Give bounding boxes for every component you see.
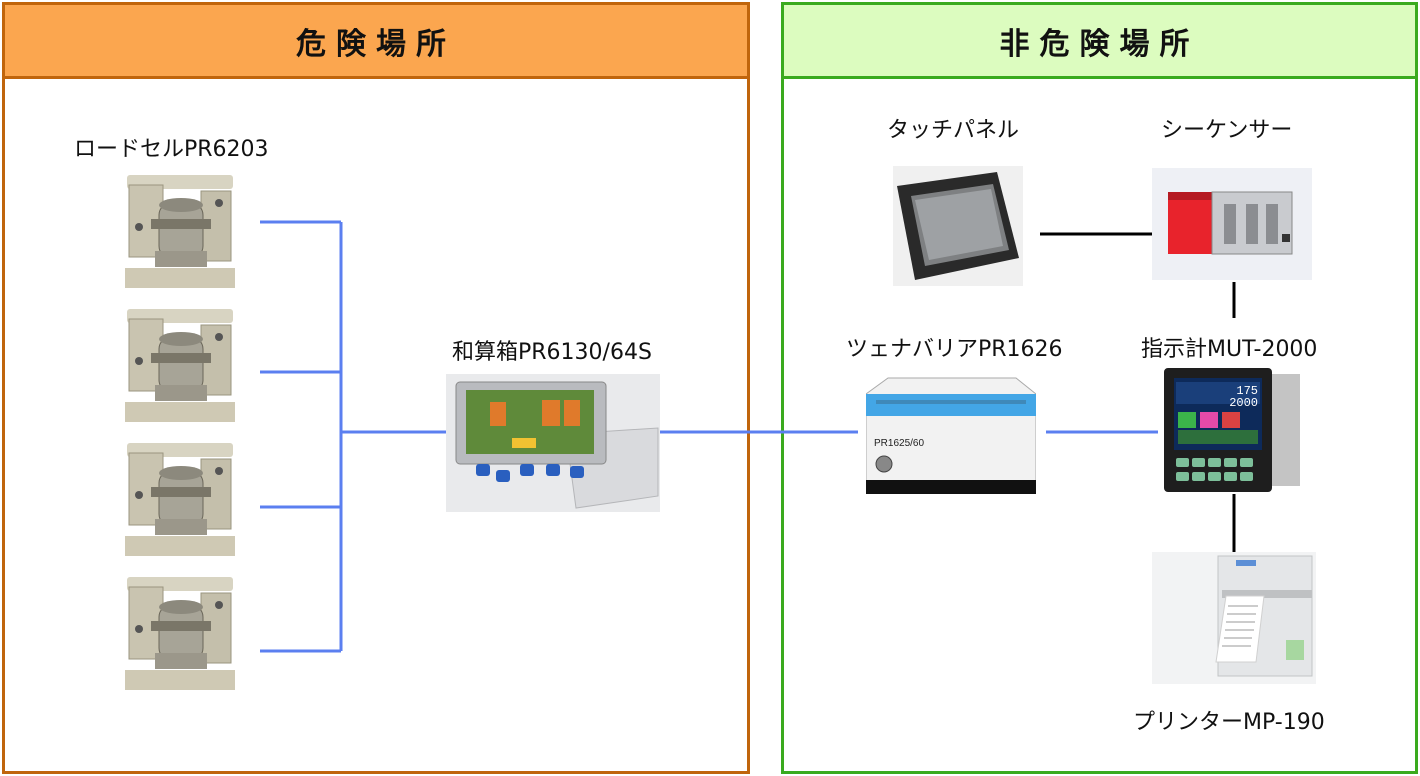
- indicator-screen-line1: 175: [1236, 384, 1258, 398]
- junction-box-label: 和算箱PR6130/64S: [452, 340, 652, 365]
- junction-box: [446, 374, 660, 512]
- sequencer-plc: [1152, 168, 1312, 280]
- indicator-label: 指示計MUT-2000: [1141, 337, 1318, 362]
- hazardous-area-header: 危険場所: [5, 5, 747, 79]
- load-cell-4: [125, 577, 235, 690]
- load-cell-1: [125, 175, 235, 288]
- load-cell-3: [125, 443, 235, 556]
- zener-barrier: PR1625/60: [866, 372, 1036, 500]
- indicator-screen-line2: 2000: [1229, 396, 1258, 410]
- touch-panel: [893, 166, 1023, 286]
- sequencer-label: シーケンサー: [1161, 118, 1293, 143]
- load-cell-label: ロードセルPR6203: [74, 137, 269, 162]
- touch-panel-label: タッチパネル: [887, 118, 1020, 143]
- load-cell-2: [125, 309, 235, 422]
- barrier-plate-text: PR1625/60: [874, 438, 924, 449]
- hazardous-area-zone: 危険場所: [2, 2, 750, 774]
- printer-label: プリンターMP-190: [1133, 710, 1325, 735]
- barrier-label: ツェナバリアPR1626: [846, 337, 1063, 362]
- weight-indicator: 175 2000: [1164, 368, 1300, 492]
- printer: [1152, 552, 1316, 684]
- non-hazardous-area-header: 非危険場所: [784, 5, 1415, 79]
- non-hazardous-area-zone: 非危険場所: [781, 2, 1418, 774]
